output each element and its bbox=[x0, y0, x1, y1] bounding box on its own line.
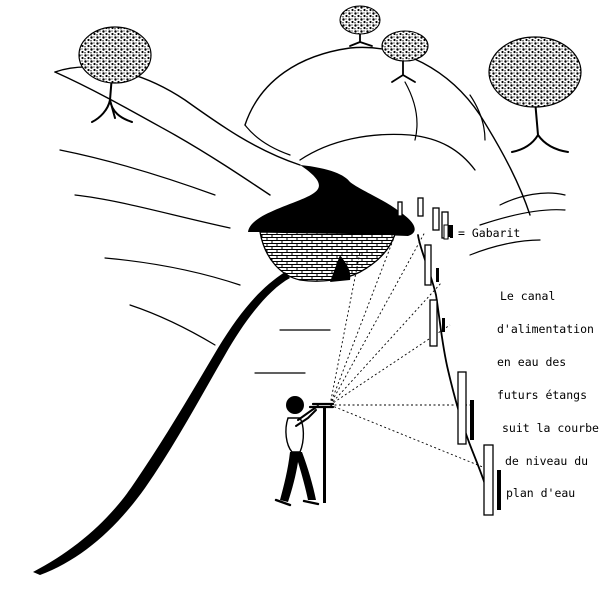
gabarit-label: = Gabarit bbox=[458, 226, 520, 240]
caption-line-5: suit la courbe bbox=[502, 421, 599, 435]
hills bbox=[54, 46, 566, 374]
tree-top-small bbox=[339, 5, 381, 47]
tree-left bbox=[78, 26, 152, 123]
caption-line-1: Le canal bbox=[500, 289, 555, 303]
caption-block: Le canal d'alimentation en eau des futur… bbox=[497, 289, 599, 500]
sight-lines bbox=[329, 231, 491, 471]
caption-line-4: futurs étangs bbox=[497, 388, 587, 402]
tree-top-middle bbox=[381, 30, 429, 83]
caption-line-7: plan d'eau bbox=[506, 486, 575, 500]
tree-right bbox=[488, 36, 582, 153]
caption-line-3: en eau des bbox=[497, 355, 566, 369]
gabarit-legend: = Gabarit bbox=[443, 224, 520, 240]
surveyor-figure bbox=[274, 396, 335, 507]
caption-line-2: d'alimentation bbox=[497, 322, 594, 336]
caption-line-6: de niveau du bbox=[505, 454, 588, 468]
ravine-and-river bbox=[33, 165, 415, 575]
